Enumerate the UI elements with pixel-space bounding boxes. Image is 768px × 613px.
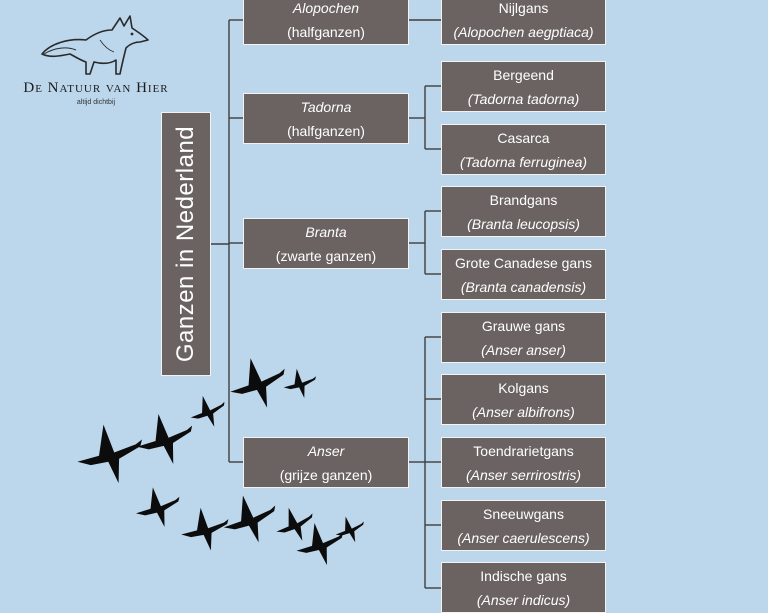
species-box-grauwe-gans: Grauwe gans (Anser anser) <box>441 312 606 363</box>
genus-name: Branta <box>305 223 347 240</box>
genus-box-anser: Anser (grijze ganzen) <box>243 437 409 488</box>
species-box-nijlgans: Nijlgans (Alopochen aegptiaca) <box>441 0 606 45</box>
species-box-indische-gans: Indische gans (Anser indicus) <box>441 562 606 613</box>
species-latin: (Anser serrirostris) <box>465 466 582 483</box>
species-latin: (Branta canadensis) <box>460 278 587 295</box>
genus-group: (halfganzen) <box>287 23 365 40</box>
species-name: Toendrarietgans <box>473 442 574 459</box>
genus-name: Anser <box>307 442 345 459</box>
species-name: Grote Canadese gans <box>455 254 592 271</box>
species-latin: (Tadorna tadorna) <box>467 90 580 107</box>
species-latin: (Anser indicus) <box>476 591 571 608</box>
species-name: Nijlgans <box>498 0 549 16</box>
species-name: Grauwe gans <box>481 317 566 334</box>
species-name: Casarca <box>497 129 550 146</box>
species-box-toendrarietgans: Toendrarietgans (Anser serrirostris) <box>441 437 606 488</box>
species-box-casarca: Casarca (Tadorna ferruginea) <box>441 124 606 175</box>
species-box-bergeend: Bergeend (Tadorna tadorna) <box>441 61 606 112</box>
species-latin: (Alopochen aegptiaca) <box>453 23 594 40</box>
genus-group: (halfganzen) <box>287 122 365 139</box>
species-latin: (Anser caerulescens) <box>457 529 590 546</box>
genus-name: Alopochen <box>292 0 360 16</box>
species-name: Kolgans <box>498 379 549 396</box>
genus-box-tadorna: Tadorna (halfganzen) <box>243 93 409 144</box>
species-latin: (Branta leucopsis) <box>467 215 580 232</box>
genus-box-alopochen: Alopochen (halfganzen) <box>243 0 409 45</box>
fox-icon <box>41 15 149 75</box>
species-box-sneeuwgans: Sneeuwgans (Anser caerulescens) <box>441 500 606 551</box>
genus-name: Tadorna <box>300 98 352 115</box>
species-latin: (Anser anser) <box>481 341 566 358</box>
species-name: Sneeuwgans <box>483 505 564 522</box>
genus-group: (grijze ganzen) <box>279 466 373 483</box>
species-latin: (Tadorna ferruginea) <box>459 153 588 170</box>
species-latin: (Anser albifrons) <box>472 403 575 420</box>
species-box-kolgans: Kolgans (Anser albifrons) <box>441 374 606 425</box>
genus-group: (zwarte ganzen) <box>275 247 377 264</box>
root-node: Ganzen in Nederland <box>161 112 211 376</box>
logo-subtitle: altijd dichtbij <box>76 99 116 106</box>
species-name: Indische gans <box>480 567 567 584</box>
logo-title: De Natuur van Hier <box>23 80 169 96</box>
species-box-brandgans: Brandgans (Branta leucopsis) <box>441 186 606 237</box>
species-name: Brandgans <box>489 191 558 208</box>
genus-box-branta: Branta (zwarte ganzen) <box>243 218 409 269</box>
species-name: Bergeend <box>493 66 554 83</box>
species-box-grote-canadese-gans: Grote Canadese gans (Branta canadensis) <box>441 249 606 300</box>
